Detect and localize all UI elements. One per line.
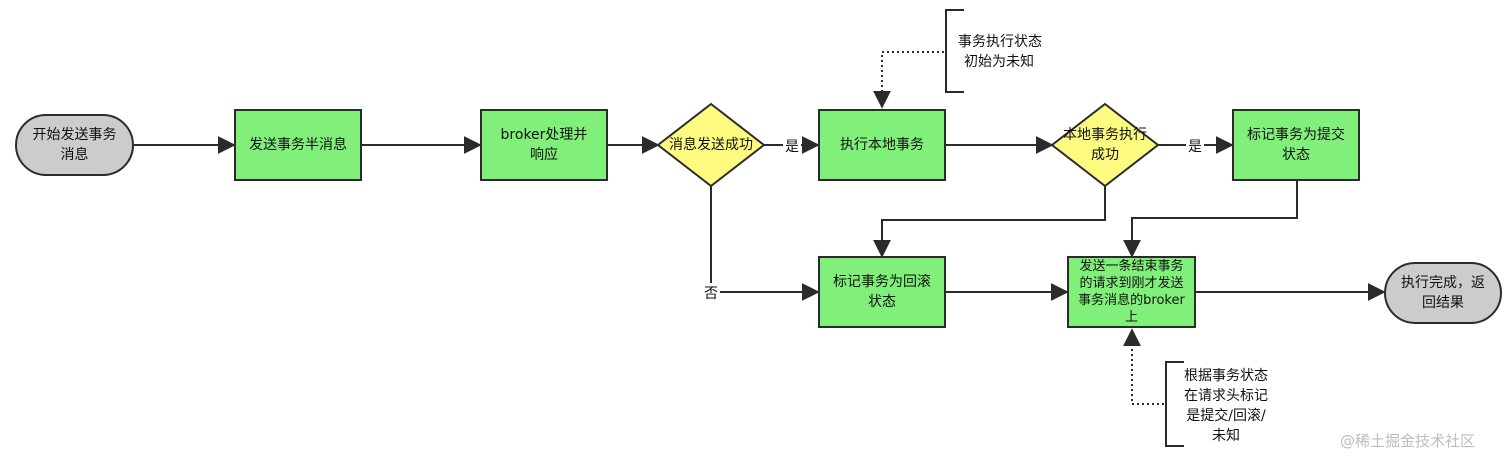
broker-process-label: broker处理并响应: [500, 127, 588, 163]
note-bottom-line-4: 未知: [1212, 428, 1240, 444]
edge-decision-no-to-rollback: [710, 186, 820, 301]
send-half-message-box: 发送事务半消息: [234, 109, 362, 181]
edge-commit-to-send-end: [1123, 181, 1298, 258]
edge-decision2-no-to-rollback: [873, 186, 1106, 258]
done-node-label: 执行完成，返回结果: [1401, 275, 1485, 311]
exec-local-tx-box: 执行本地事务: [818, 109, 946, 181]
note-bottom-connector: [1123, 328, 1164, 405]
broker-process-box: broker处理并响应: [480, 109, 608, 181]
send-end-tx-label: 发送一条结束事务的请求到刚才发送事务消息的broker上: [1078, 259, 1185, 325]
mark-commit-box: 标记事务为提交状态: [1232, 109, 1360, 181]
edge-label-no: 否: [702, 283, 720, 303]
start-node-label: 开始发送事务消息: [32, 127, 117, 163]
decision-local-ok-label: 本地事务执行成功: [1063, 127, 1147, 163]
decision-local-ok-label-wrap: 本地事务执行成功: [1060, 120, 1150, 170]
done-node: 执行完成，返回结果: [1384, 262, 1502, 324]
start-node: 开始发送事务消息: [15, 114, 134, 176]
exec-local-tx-label: 执行本地事务: [840, 137, 924, 153]
note-top-connector: [873, 51, 944, 109]
note-bottom-line-3: 是提交/回滚/: [1186, 408, 1266, 424]
decision-send-ok-label-wrap: 消息发送成功: [666, 120, 756, 170]
mark-commit-label: 标记事务为提交状态: [1247, 127, 1345, 163]
note-top-line-2: 初始为未知: [964, 54, 1034, 70]
note-top: 事务执行状态 初始为未知: [958, 32, 1042, 72]
edge-label-yes-2: 是: [1186, 136, 1204, 156]
note-bottom-line-1: 根据事务状态: [1184, 368, 1268, 384]
send-end-tx-box: 发送一条结束事务的请求到刚才发送事务消息的broker上: [1067, 256, 1196, 328]
mark-rollback-label: 标记事务为回滚状态: [833, 274, 931, 310]
mark-rollback-box: 标记事务为回滚状态: [818, 256, 946, 328]
send-half-message-label: 发送事务半消息: [249, 137, 347, 153]
note-top-line-1: 事务执行状态: [958, 34, 1042, 50]
decision-send-ok-label: 消息发送成功: [669, 137, 753, 153]
note-bottom: 根据事务状态 在请求头标记 是提交/回滚/ 未知: [1178, 366, 1274, 446]
edge-label-yes-1: 是: [783, 136, 801, 156]
note-bottom-bracket: [1165, 361, 1184, 447]
watermark: @稀土掘金技术社区: [1340, 432, 1476, 450]
note-bottom-line-2: 在请求头标记: [1184, 388, 1268, 404]
note-top-bracket: [945, 9, 964, 93]
